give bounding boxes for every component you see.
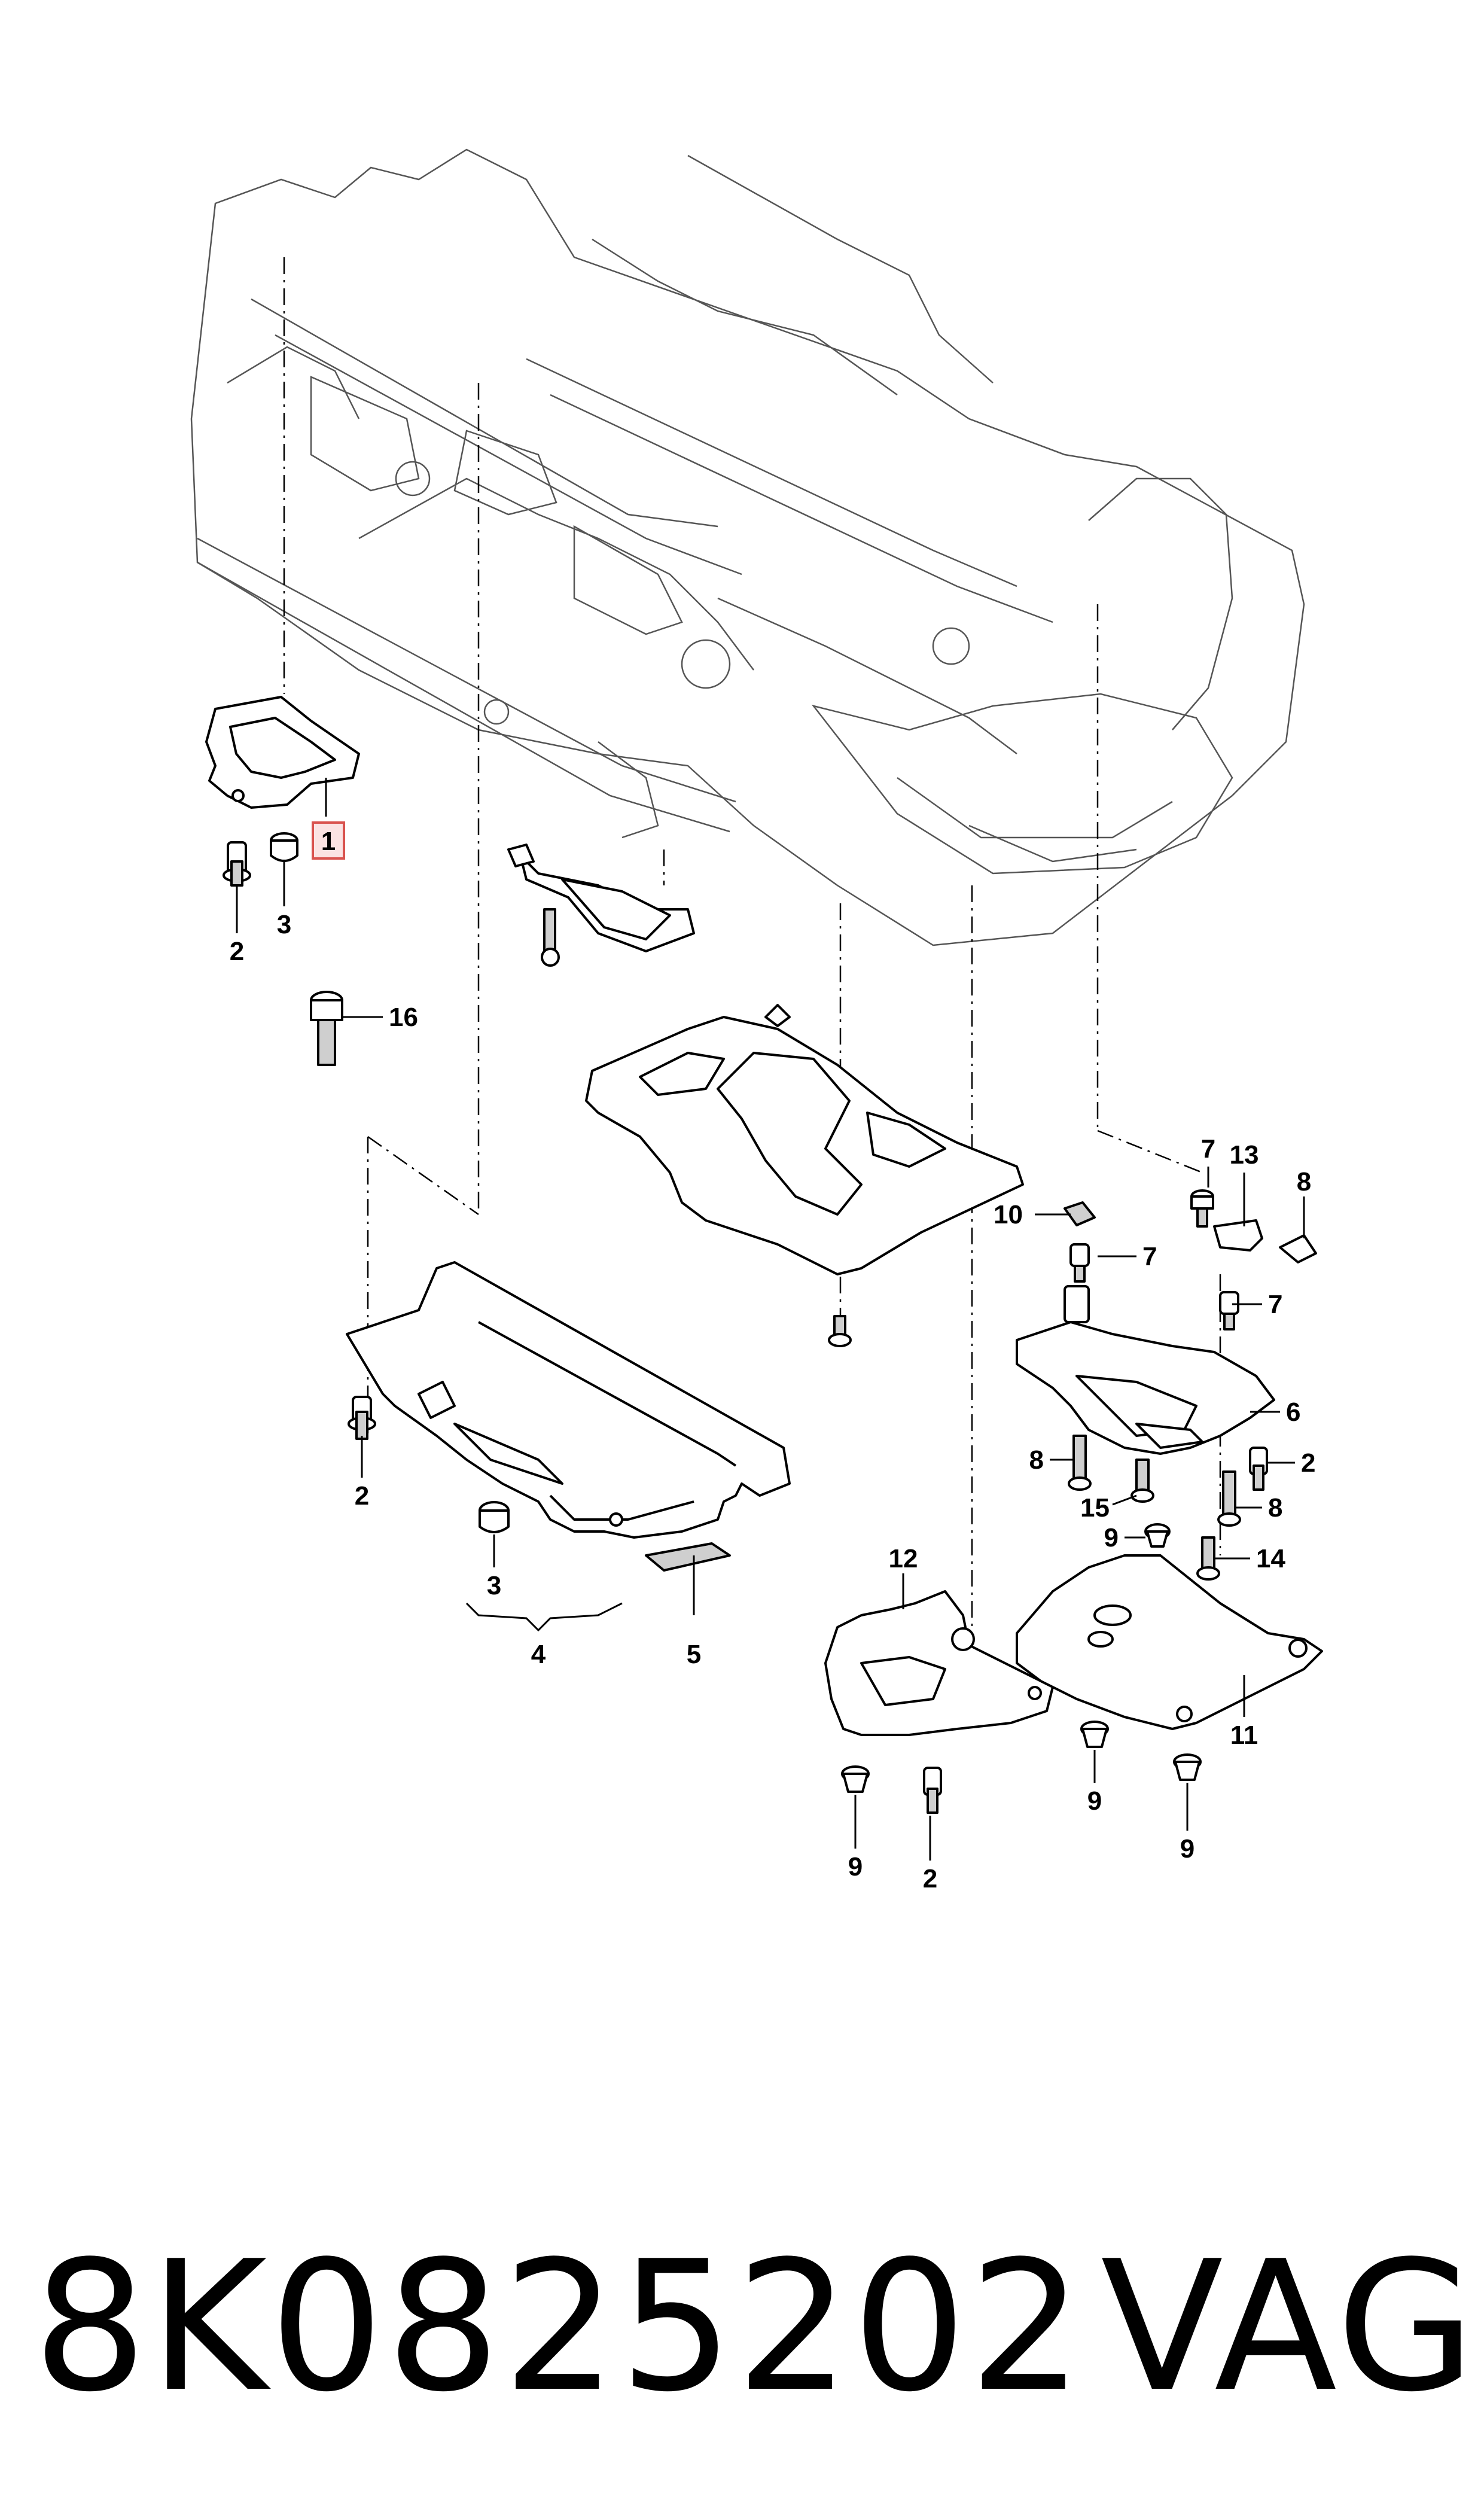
- callout-1: 1: [321, 827, 336, 856]
- part-9-nut-c: [1080, 1721, 1109, 1748]
- part-3-nut-a: [270, 832, 298, 862]
- callout-13: 13: [1230, 1140, 1259, 1170]
- callout-3a: 3: [277, 910, 291, 939]
- callout-7c: 7: [1268, 1290, 1282, 1319]
- vehicle-underbody: [190, 148, 1305, 946]
- callout-12: 12: [889, 1544, 918, 1573]
- part-11-cover: [1016, 1554, 1323, 1730]
- callout-11: 11: [1230, 1721, 1258, 1750]
- callout-7a: 7: [1201, 1134, 1215, 1164]
- brand-caption: VAG: [1101, 2222, 1478, 2431]
- part-14-screw: [1196, 1536, 1220, 1581]
- part-9-nut-a: [1144, 1523, 1171, 1548]
- heat-shield-bracket: [507, 844, 695, 967]
- callout-2a: 2: [230, 937, 244, 966]
- leader-lines: [236, 778, 1305, 1861]
- part-8-screw-b: [1068, 1435, 1092, 1491]
- callout-8a: 8: [1297, 1167, 1311, 1196]
- callouts: 1 2 3 16 2 3 4 5 10 7 13 8 7 7 6 2 8 15 …: [230, 821, 1315, 1893]
- callout-2c: 2: [1301, 1448, 1315, 1478]
- callout-9b: 9: [848, 1852, 863, 1881]
- part-8-screw-a: [1279, 1234, 1317, 1263]
- callout-3b: 3: [487, 1571, 501, 1600]
- callout-16: 16: [389, 1003, 418, 1032]
- callout-8b: 8: [1029, 1445, 1044, 1475]
- callout-7b: 7: [1142, 1242, 1157, 1271]
- callout-9d: 9: [1180, 1834, 1194, 1864]
- callout-6: 6: [1286, 1397, 1300, 1427]
- part-7-clip-c: [1219, 1291, 1239, 1330]
- tunnel-screw: [828, 1315, 852, 1347]
- tunnel-heat-shield: [585, 1004, 1024, 1275]
- callout-9c: 9: [1087, 1786, 1102, 1816]
- part-7-clip-b: [1069, 1243, 1090, 1283]
- part-2-bolt-d: [923, 1767, 942, 1814]
- part-9-nut-d: [1173, 1753, 1202, 1781]
- callout-5: 5: [687, 1640, 701, 1669]
- callout-1-highlight: [312, 821, 345, 860]
- callout-2d: 2: [923, 1864, 937, 1893]
- part-2-bolt-a: [223, 841, 251, 887]
- callout-10: 10: [994, 1200, 1023, 1229]
- part-4-underbody-panel: [346, 1261, 791, 1539]
- part-16-bolt: [310, 991, 343, 1066]
- part-5-strip: [645, 1542, 731, 1572]
- part-12-panel: [824, 1590, 1054, 1736]
- part-15-screw: [1130, 1459, 1154, 1503]
- part-3-nut-b: [479, 1501, 510, 1533]
- callout-9a: 9: [1104, 1523, 1119, 1552]
- callout-14: 14: [1256, 1544, 1285, 1573]
- callout-8c: 8: [1268, 1493, 1282, 1523]
- callout-4: 4: [531, 1640, 546, 1669]
- part-1-bracket: [205, 696, 360, 809]
- part-13-bracket: [1213, 1219, 1263, 1252]
- callout-2b: 2: [355, 1481, 369, 1511]
- part-8-screw-c: [1217, 1470, 1241, 1527]
- part-2-bolt-c: [1249, 1447, 1268, 1491]
- bracket-4-brace: [465, 1602, 623, 1632]
- part-2-bolt-b: [348, 1396, 376, 1440]
- part-7-clip-a: [1190, 1189, 1214, 1228]
- part-9-nut-b: [841, 1765, 870, 1793]
- part-6-cover: [1016, 1285, 1275, 1455]
- part-number-caption: 8K0825202: [33, 2222, 1086, 2431]
- callout-15: 15: [1080, 1493, 1110, 1523]
- part-10-clip: [1064, 1201, 1096, 1226]
